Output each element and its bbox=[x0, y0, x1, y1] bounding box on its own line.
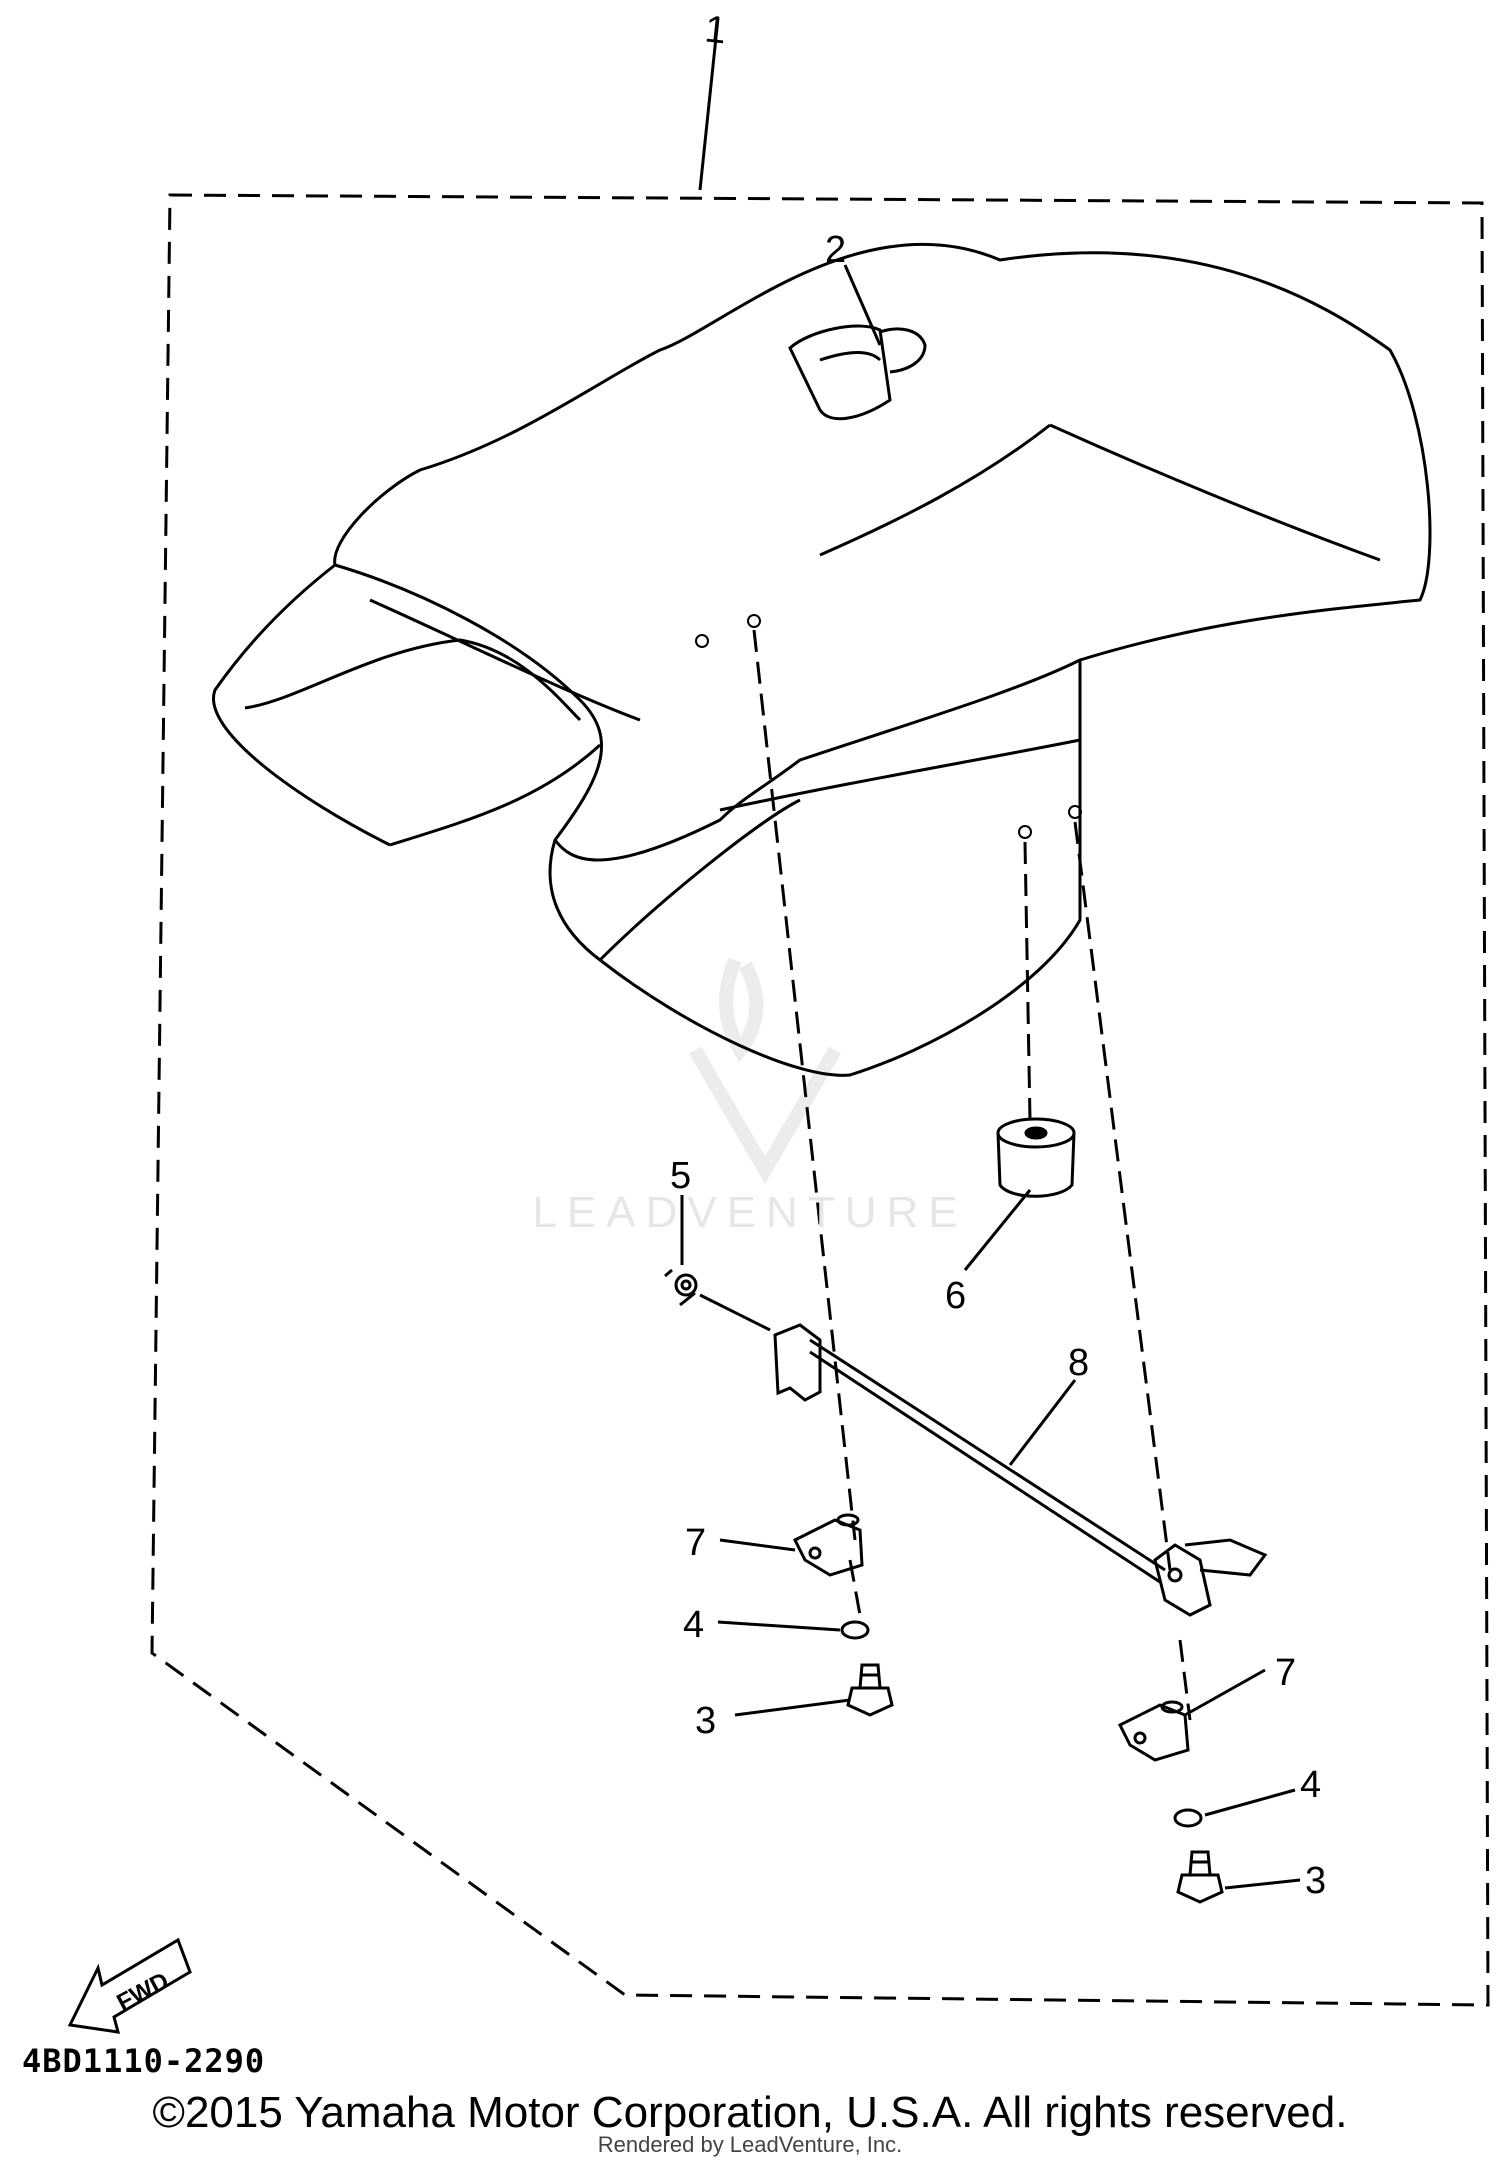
fwd-arrow-icon: FWD bbox=[67, 1937, 192, 2034]
torsion-spring bbox=[664, 1268, 698, 1307]
bracket-right bbox=[1117, 1700, 1190, 1762]
callout-7-left: 7 bbox=[685, 1522, 706, 1564]
watermark-logo bbox=[688, 957, 842, 1184]
leader-2 bbox=[843, 264, 882, 346]
leader-3-right bbox=[1224, 1878, 1301, 1890]
assembly-boundary bbox=[150, 193, 1490, 2007]
bolt-right bbox=[1176, 1850, 1224, 1904]
callout-8: 8 bbox=[1068, 1342, 1089, 1384]
copyright-text: ©2015 Yamaha Motor Corporation, U.S.A. A… bbox=[152, 2088, 1348, 2137]
callout-6: 6 bbox=[945, 1275, 966, 1317]
callout-3-left: 3 bbox=[695, 1700, 716, 1742]
callout-1: 1 bbox=[703, 8, 728, 52]
washer-right bbox=[1173, 1808, 1203, 1828]
callout-3-right: 3 bbox=[1305, 1860, 1326, 1902]
leader-8 bbox=[1008, 1379, 1077, 1466]
leader-7-right bbox=[1184, 1668, 1266, 1717]
spring-to-rod bbox=[699, 1293, 771, 1332]
callout-4-right: 4 bbox=[1300, 1764, 1321, 1806]
leader-4-right bbox=[1204, 1788, 1296, 1817]
bracket-left bbox=[792, 1513, 864, 1577]
seat-damper bbox=[996, 1117, 1076, 1198]
part-code: 4BD1110-2290 bbox=[22, 2042, 266, 2080]
leader-3-left bbox=[734, 1698, 851, 1717]
bolt-left bbox=[846, 1663, 894, 1717]
mounting-holes bbox=[695, 614, 1082, 839]
leader-1 bbox=[698, 17, 720, 191]
leader-6 bbox=[963, 1189, 1032, 1271]
callout-4-left: 4 bbox=[683, 1604, 704, 1646]
lock-rod bbox=[773, 1323, 1268, 1617]
leader-7-left bbox=[719, 1538, 796, 1552]
callout-7-right: 7 bbox=[1275, 1652, 1296, 1694]
seat-body bbox=[212, 242, 1432, 1077]
callout-5: 5 bbox=[670, 1155, 691, 1197]
washer-left bbox=[840, 1620, 870, 1640]
seat-strap bbox=[788, 324, 927, 421]
watermark-text: LEADVENTURE bbox=[532, 1188, 968, 1237]
leader-4-left bbox=[717, 1620, 841, 1632]
callout-2: 2 bbox=[825, 229, 846, 271]
rendered-by-text: Rendered by LeadVenture, Inc. bbox=[597, 2132, 903, 2157]
